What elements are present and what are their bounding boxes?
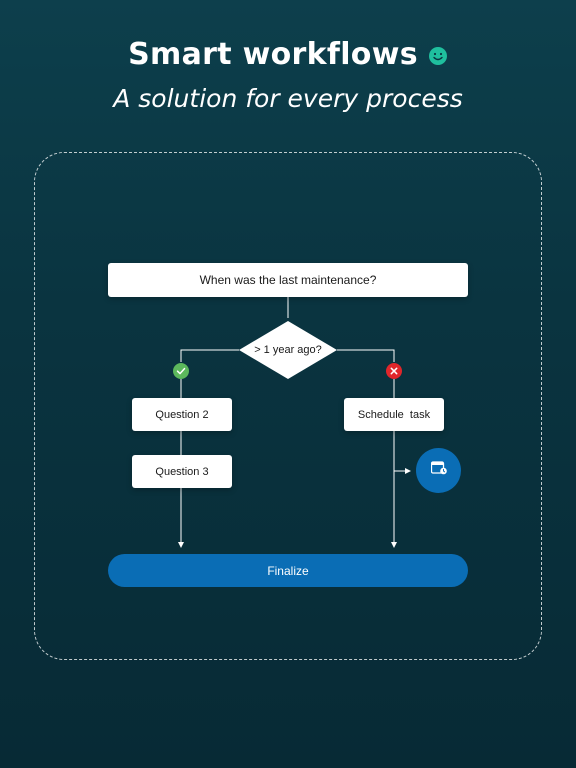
page-title: Smart workflows bbox=[128, 36, 418, 72]
schedule-task-node[interactable]: Schedule task bbox=[344, 398, 444, 431]
schedule-task-label: Schedule task bbox=[357, 408, 431, 421]
title-row: Smart workflows bbox=[0, 30, 576, 78]
question-2-node[interactable]: Question 2 bbox=[132, 398, 232, 431]
condition-diamond bbox=[239, 321, 337, 379]
question-2-label: Question 2 bbox=[155, 408, 209, 421]
page-subtitle: A solution for every process bbox=[113, 84, 463, 113]
start-question-label: When was the last maintenance? bbox=[199, 273, 377, 287]
cross-icon bbox=[386, 363, 402, 379]
calendar-icon bbox=[430, 461, 447, 480]
condition-label: > 1 year ago? bbox=[254, 344, 322, 356]
header: Smart workflows A solution for every pro… bbox=[0, 30, 576, 114]
smiley-face-icon bbox=[428, 46, 448, 66]
workflow-frame bbox=[34, 152, 542, 660]
calendar-action-button[interactable] bbox=[416, 448, 461, 493]
start-question-node[interactable]: When was the last maintenance? bbox=[108, 263, 468, 297]
check-icon bbox=[173, 363, 189, 379]
question-3-label: Question 3 bbox=[155, 465, 209, 478]
question-3-node[interactable]: Question 3 bbox=[132, 455, 232, 488]
finalize-button[interactable]: Finalize bbox=[108, 554, 468, 587]
finalize-label: Finalize bbox=[267, 563, 309, 578]
